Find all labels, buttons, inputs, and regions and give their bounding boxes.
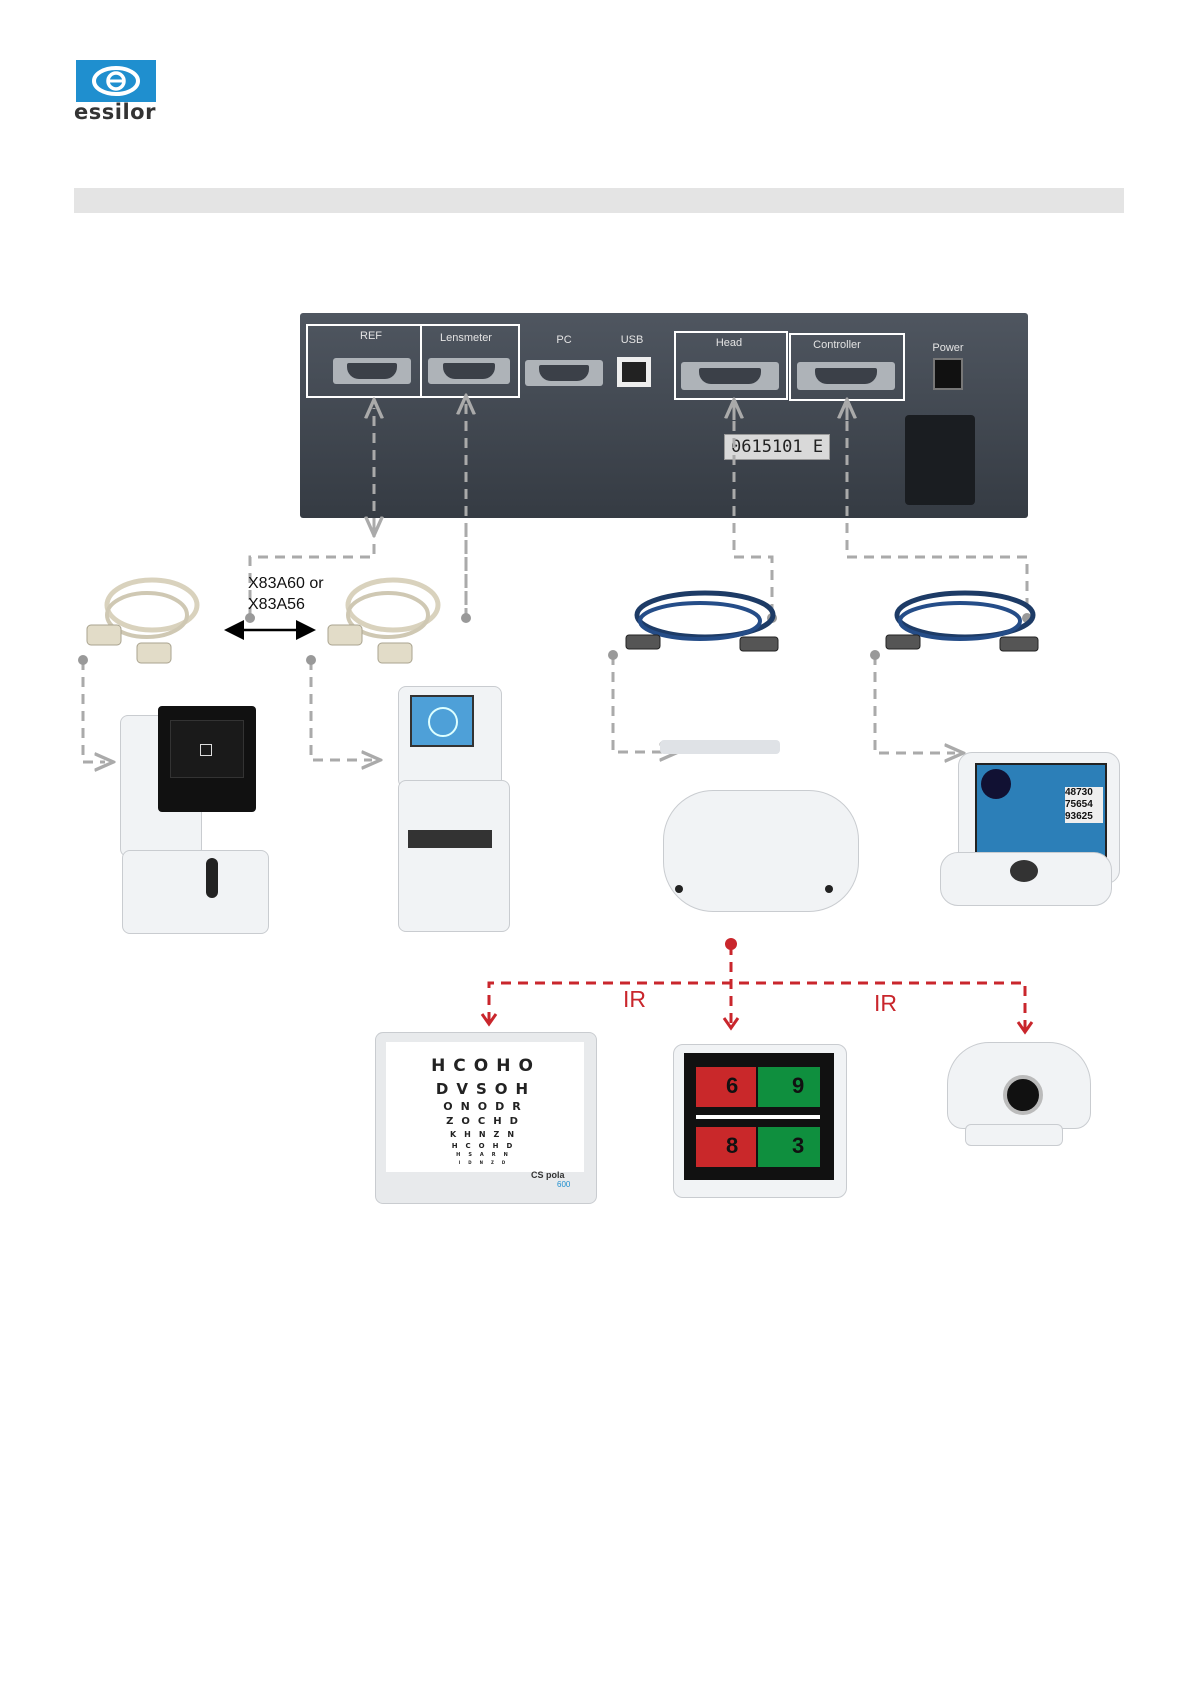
duochrome-number: 6: [726, 1073, 738, 1099]
lensmeter-screen: [410, 695, 474, 747]
vga-cable-icon-2: [880, 585, 1050, 665]
phoropter-arm: [660, 740, 780, 754]
duochrome-number: 3: [792, 1133, 804, 1159]
duochrome-number: 9: [792, 1073, 804, 1099]
ir-label-left: IR: [623, 986, 646, 1013]
autorefractor-base: [122, 850, 269, 934]
chart-brand: CS pola: [531, 1170, 565, 1180]
projector-lens: [1003, 1075, 1043, 1115]
lensmeter-body: [398, 780, 510, 932]
chart-row: KHNZN: [386, 1130, 586, 1139]
chart-row: HCOHO: [386, 1056, 586, 1076]
chart-model: 600: [557, 1180, 570, 1189]
duochrome-screen: 6 9 8 3: [684, 1053, 834, 1180]
vga-cable-icon: [620, 585, 790, 665]
lens-holder: [408, 830, 492, 848]
projector-base: [965, 1124, 1063, 1146]
controller-knob: [1010, 860, 1038, 882]
controller-values: 48730 75654 93625: [1065, 787, 1103, 823]
phoropter-body: [663, 790, 859, 912]
cable-label-line2: X83A56: [248, 595, 305, 615]
cable-label-line1: X83A60 or: [248, 574, 324, 594]
controller-value: 93625: [1065, 811, 1103, 823]
controller-value: 75654: [1065, 799, 1103, 811]
joystick: [206, 858, 218, 898]
chart-row: HCOHD: [386, 1142, 586, 1150]
acuity-chart-screen: HCOHO DVSOH ONODR ZOCHD KHNZN HCOHD HSAR…: [386, 1042, 584, 1172]
rs232-cable-icon-2: [323, 565, 448, 675]
ir-label-right: IR: [874, 990, 897, 1017]
chart-row: ZOCHD: [386, 1116, 586, 1127]
phoropter-aperture-left: [675, 885, 683, 893]
duochrome-number: 8: [726, 1133, 738, 1159]
controller-screen: 48730 75654 93625: [975, 763, 1107, 859]
chart-row: IDNZD: [386, 1160, 586, 1165]
phoropter-aperture-right: [825, 885, 833, 893]
chart-row: DVSOH: [386, 1080, 586, 1098]
chart-row: HSARN: [386, 1152, 586, 1158]
autorefractor-screen: [158, 706, 256, 812]
controller-value: 48730: [1065, 787, 1103, 799]
rs232-cable-icon: [82, 565, 207, 675]
chart-row: ONODR: [386, 1100, 586, 1113]
